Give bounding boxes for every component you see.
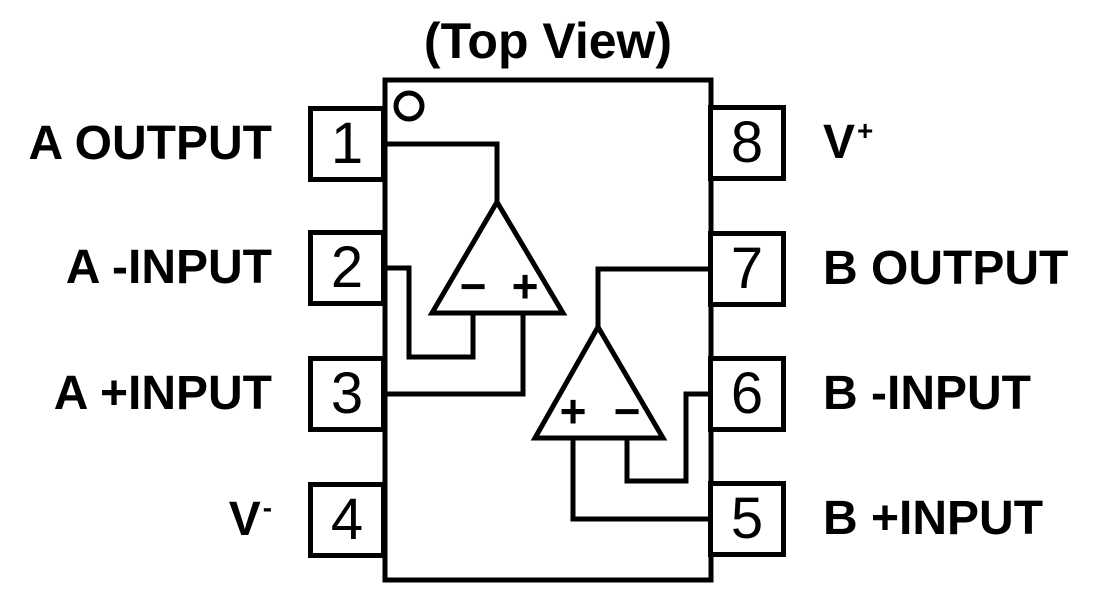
pin1-marker-icon (393, 90, 425, 122)
pin-label-text: B OUTPUT (823, 242, 1069, 295)
pin-label-v-plus: V+ (823, 115, 874, 169)
opamp-a-minus-sign: − (459, 260, 487, 312)
opamp-a-triangle (427, 197, 568, 316)
wire-opamp-b-output-to-pin7 (595, 266, 713, 332)
wire-pin2-to-opamp-a-minus-input (383, 265, 476, 360)
pin-label-text: V (823, 116, 856, 169)
pin-label-b-output: B OUTPUT (823, 231, 1099, 307)
opamp-a-plus-sign: + (511, 260, 539, 312)
wire-pin3-to-opamp-a-plus-input (383, 308, 526, 397)
pin-number-1: 1 (330, 111, 364, 176)
pin-box-8: 8 (708, 105, 786, 181)
pin-number-2: 2 (330, 235, 364, 300)
pin-box-2: 2 (308, 230, 386, 306)
opamp-b-triangle (530, 321, 668, 441)
pin-label-text: V (228, 493, 261, 546)
opamp-b-minus-sign: − (613, 385, 641, 437)
pin-label-text: B +INPUT (823, 492, 1044, 545)
wire-pin6-to-opamp-b-minus-input (624, 391, 713, 484)
pin-label-a-plus-input: A +INPUT (0, 356, 272, 432)
pin-label-a-minus-input: A -INPUT (0, 230, 272, 306)
wire-pin1-to-opamp-a-output (383, 141, 500, 205)
pin-box-1: 1 (308, 106, 386, 182)
pin-number-5: 5 (730, 486, 764, 551)
pin-label-text: B -INPUT (823, 367, 1031, 420)
pin-label-b-plus-input: B +INPUT (823, 481, 1099, 557)
pin-number-3: 3 (330, 361, 364, 426)
pin-label-a-output: A OUTPUT (0, 106, 272, 182)
pin-number-8: 8 (730, 110, 764, 175)
wire-pin5-to-opamp-b-plus-input (570, 433, 713, 522)
opamp-b-plus-sign: + (559, 385, 587, 437)
pin-label-text: A OUTPUT (28, 117, 272, 170)
pin-label-b-minus-input: B -INPUT (823, 356, 1099, 432)
pin-box-6: 6 (708, 356, 786, 432)
pin-label-text: A +INPUT (53, 367, 272, 420)
pin-label-text: A -INPUT (65, 241, 272, 294)
pin-label-v-minus: V- (228, 492, 272, 546)
pin-number-6: 6 (730, 361, 764, 426)
ic-body (382, 77, 714, 583)
diagram-title: (Top View) (423, 13, 673, 69)
pin-box-3: 3 (308, 356, 386, 432)
pin-box-5: 5 (708, 481, 786, 557)
pin-box-7: 7 (708, 231, 786, 307)
pin-number-4: 4 (330, 487, 364, 552)
pin-box-4: 4 (308, 482, 386, 558)
pin-number-7: 7 (730, 236, 764, 301)
